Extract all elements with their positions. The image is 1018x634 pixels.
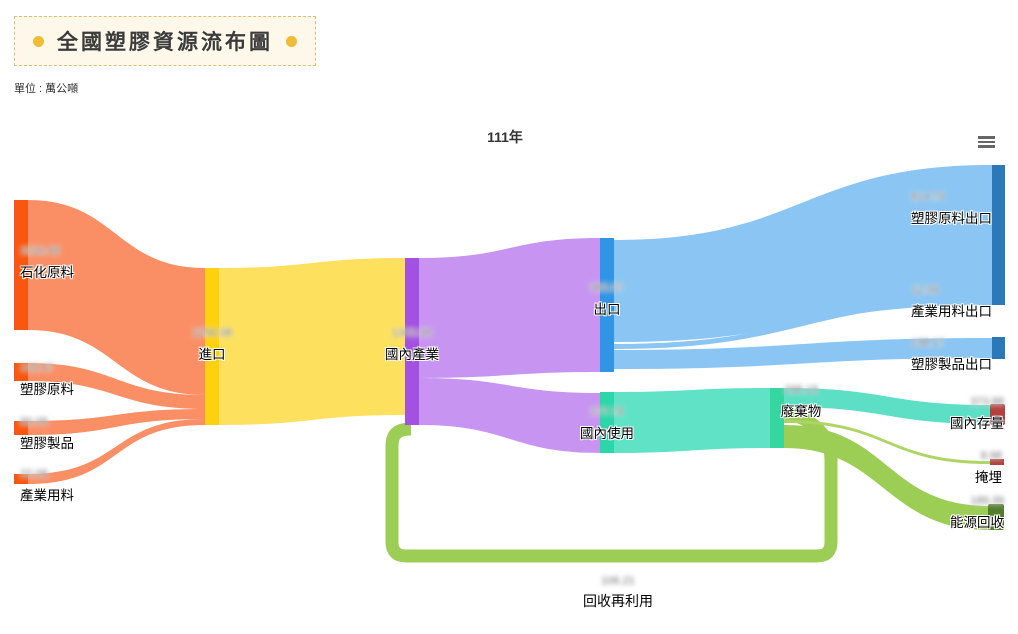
- node-landfill[interactable]: [990, 459, 1004, 465]
- node-value: 198.17: [911, 337, 945, 349]
- link-waste-landfill[interactable]: [784, 420, 990, 464]
- node-label-plastic-products-in: 89.08 塑膠製品: [20, 416, 74, 452]
- node-label-export: 982.07 出口: [590, 282, 624, 318]
- node-value: 8.98: [980, 450, 1002, 462]
- node-name: 進口: [198, 347, 226, 362]
- node-value: 982.07: [590, 282, 624, 294]
- node-petrochemical[interactable]: [14, 200, 28, 330]
- node-value: 298.18: [784, 384, 818, 396]
- node-label-domestic-stock: 373.88 國內存量: [950, 396, 1004, 432]
- node-industrial-export[interactable]: [992, 296, 1005, 304]
- node-name: 塑膠製品出口: [911, 357, 992, 372]
- link-domestic-industry-domestic-use[interactable]: [419, 378, 600, 453]
- node-label-plastic-products-export: 198.17 塑膠製品出口: [911, 337, 992, 373]
- link-export-plastic-products-export[interactable]: [614, 338, 992, 369]
- node-name: 產業用料: [20, 488, 74, 503]
- node-name: 國內使用: [580, 426, 634, 441]
- node-label-import: 1256.08 進口: [192, 327, 232, 363]
- title-dot-left-icon: [33, 35, 44, 47]
- link-petrochemical-import[interactable]: [28, 200, 205, 395]
- node-label-landfill: 8.98 掩埋: [975, 450, 1002, 486]
- node-label-industrial-export: 12.39 產業用料出口: [911, 284, 992, 320]
- node-name: 國內存量: [950, 416, 1004, 431]
- node-name: 回收再利用: [583, 593, 653, 609]
- node-label-plastic-raw-export: 814.79 塑膠原料出口: [911, 191, 992, 227]
- node-plastic-raw-export[interactable]: [992, 165, 1005, 305]
- link-plastic-products-import[interactable]: [28, 409, 205, 435]
- page-title: 全國塑膠資源流布圖: [57, 31, 273, 54]
- node-domestic-industry[interactable]: [405, 258, 419, 425]
- link-plastic-raw-import[interactable]: [28, 363, 205, 409]
- node-value: 814.79: [911, 191, 945, 203]
- node-label-energy-recovery: 189.39 能源回收: [950, 495, 1004, 531]
- node-name: 塑膠製品: [20, 436, 74, 451]
- node-label-domestic-industry: 1342.98 國內產業: [385, 327, 439, 363]
- node-export[interactable]: [600, 238, 614, 372]
- node-value: 89.08: [20, 416, 48, 428]
- link-export-plastic-raw-export[interactable]: [614, 165, 992, 342]
- node-label-industrial-in: 22.08 產業用料: [20, 468, 74, 504]
- link-domestic-industry-export[interactable]: [419, 238, 600, 378]
- link-industrial-import[interactable]: [28, 419, 205, 484]
- node-value: 1342.98: [392, 327, 432, 339]
- node-name: 產業用料出口: [911, 304, 992, 319]
- node-value: 377.78: [590, 406, 624, 418]
- node-value: 106.21: [601, 575, 635, 587]
- link-waste-energy-recovery[interactable]: [784, 425, 990, 530]
- page-title-box: 全國塑膠資源流布圖: [14, 16, 316, 66]
- node-value: 22.08: [20, 468, 48, 480]
- node-name: 石化原料: [20, 265, 74, 280]
- node-import[interactable]: [205, 268, 219, 425]
- unit-label: 單位 : 萬公噸: [14, 83, 79, 95]
- node-label-plastic-raw-in: 126.47 塑膠原料: [20, 362, 74, 398]
- node-name: 塑膠原料: [20, 382, 74, 397]
- node-value: 1256.08: [192, 327, 232, 339]
- node-label-waste: 298.18 廢棄物: [781, 384, 822, 420]
- node-waste[interactable]: [770, 388, 784, 448]
- link-import-domestic-industry[interactable]: [219, 258, 405, 425]
- node-value: 126.47: [20, 362, 54, 374]
- node-plastic-products-export[interactable]: [992, 337, 1005, 359]
- hamburger-menu-icon[interactable]: [978, 134, 995, 150]
- link-waste-domestic-stock[interactable]: [784, 388, 990, 424]
- node-label-recycle: 106.21 回收再利用: [583, 575, 653, 611]
- node-label-petrochemical: 1016.48 石化原料: [20, 245, 74, 281]
- node-domestic-stock[interactable]: [990, 404, 1005, 425]
- node-name: 出口: [593, 302, 621, 317]
- node-domestic-use[interactable]: [600, 392, 614, 453]
- node-name: 國內產業: [385, 347, 439, 362]
- node-value: 373.88: [970, 396, 1004, 408]
- node-name: 能源回收: [950, 515, 1004, 530]
- node-value: 1016.48: [20, 245, 60, 257]
- link-domestic-use-waste[interactable]: [614, 388, 770, 453]
- node-plastic-raw-in[interactable]: [14, 363, 28, 381]
- node-label-domestic-use: 377.78 國內使用: [580, 406, 634, 442]
- node-industrial-in[interactable]: [14, 474, 28, 484]
- node-value: 189.39: [970, 495, 1004, 507]
- link-export-industrial-export[interactable]: [614, 298, 992, 349]
- node-name: 塑膠原料出口: [911, 211, 992, 226]
- node-name: 廢棄物: [780, 404, 822, 419]
- node-value: 12.39: [911, 284, 939, 296]
- title-dot-right-icon: [286, 35, 297, 47]
- node-plastic-products-in[interactable]: [14, 421, 28, 435]
- node-energy-recovery[interactable]: [988, 504, 1004, 530]
- chart-subtitle: 111年: [487, 129, 523, 145]
- node-name: 掩埋: [975, 470, 1002, 485]
